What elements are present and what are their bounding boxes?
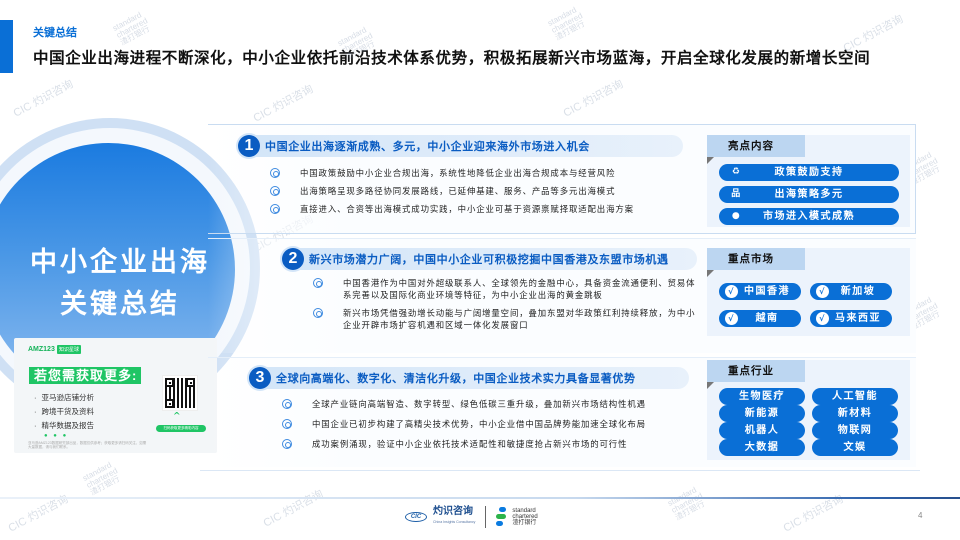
bullet-icon [313,278,323,288]
logo-divider [485,506,487,528]
footer-logos: CIC 灼识咨询 China Insights Consultancy stan… [405,504,538,530]
bullet-icon [270,168,280,178]
promo-list: 亚马逊店铺分析 跨境干货及资料 精华数据及报告 [34,391,95,433]
highlights-tab: 亮点内容 [707,135,805,164]
qr-code-icon[interactable] [162,375,198,411]
key-markets-tab: 重点市场 [707,248,805,277]
number-badge: 1 [238,135,260,157]
cic-logo-icon: CIC [405,512,427,522]
bullet-icon [270,186,280,196]
section-label: 关键总结 [33,26,77,39]
bullet-icon [282,419,292,429]
bullet-item: 全球产业链向高端智造、数字转型、绿色低碳三重升级，叠加新兴市场结构性机遇 [282,398,646,418]
check-icon: √ [725,285,738,298]
qr-scan-button[interactable]: 扫码获取更多精彩内容 [156,425,206,432]
promo-brand-tag: 知识星球 [57,345,82,354]
key-industries-tab: 重点行业 [707,360,805,389]
section-header-3: 3 全球向高端化、数字化、清洁化升级，中国企业技术实力具备显著优势 [249,367,689,389]
watermark-cic: CIC 灼识咨询 [251,83,316,125]
bullet-item: 中国企业已初步构建了高精尖技术优势，中小企业借中国品牌势能加速全球化布局 [282,418,646,438]
bullet-item: 出海策略呈现多路径协同发展路线，已延伸基建、服务、产品等多元出海模式 [270,185,634,203]
number-badge: 2 [282,248,304,270]
key-industries-box: 重点行业 生物医疗 人工智能 新能源 新材料 机器人 物联网 大数据 文娱 [707,360,910,460]
hero-title-line1: 中小企业出海 [30,247,210,278]
section-title: 中国企业出海逐渐成熟、多元，中小企业迎来海外市场进入机会 [265,140,590,153]
watermark-cic: CIC 灼识咨询 [11,78,76,120]
promo-item: 亚马逊店铺分析 [34,391,95,405]
check-icon: √ [725,312,738,325]
section-title: 新兴市场潜力广阔，中国中小企业可积极挖掘中国香港及东盟市场机遇 [309,253,669,266]
standard-chartered-logo-icon [496,507,507,527]
industry-pill[interactable]: 人工智能 [812,388,898,405]
watermark-cic: CIC 灼识咨询 [561,78,626,120]
industry-pill[interactable]: 新能源 [719,405,805,422]
cic-brand: 灼识咨询 China Insights Consultancy [433,506,476,524]
check-icon: √ [816,285,829,298]
org-chart-icon: 品 [731,189,742,199]
industry-pill[interactable]: 文娱 [812,439,898,456]
bullet-list-3: 全球产业链向高端智造、数字转型、绿色低碳三重升级，叠加新兴市场结构性机遇 中国企… [282,398,646,458]
lightbulb-icon: ● [731,211,742,221]
industry-pill[interactable]: 新材料 [812,405,898,422]
bullet-item: 直接进入、合资等出海模式成功实践，中小企业可基于资源禀赋择取适配出海方案 [270,203,634,221]
chevron-up-icon: ^ [173,412,181,422]
section-title: 全球向高端化、数字化、清洁化升级，中国企业技术实力具备显著优势 [276,372,636,385]
standard-chartered-brand: standard chartered 渣打银行 [512,508,538,526]
bullet-icon [313,308,323,318]
industry-pill[interactable]: 机器人 [719,422,805,439]
number-badge: 3 [249,367,271,389]
check-icon: √ [816,312,829,325]
industry-pill[interactable]: 生物医疗 [719,388,805,405]
industry-pill[interactable]: 物联网 [812,422,898,439]
bullet-icon [282,399,292,409]
market-pill-singapore[interactable]: √ 新加坡 [810,283,892,300]
hero-title-line2: 关键总结 [60,289,180,320]
key-markets-box: 重点市场 √ 中国香港 √ 新加坡 √ 越南 √ 马来西亚 [707,248,910,336]
page-headline: 中国企业出海进程不断深化，中小企业依托前沿技术体系优势，积极拓展新兴市场蓝海，开… [33,48,871,67]
bullet-list-1: 中国政策鼓励中小企业合规出海，系统性地降低企业出海合规成本与经营风险 出海策略呈… [270,167,634,221]
promo-item: 跨境干货及资料 [34,405,95,419]
watermark-sc: standard chartered 渣打银行 [546,5,587,42]
highlight-pill-strategy[interactable]: 品 出海策略多元 [719,186,899,203]
watermark-sc: standard chartered 渣打银行 [666,485,707,522]
market-pill-malaysia[interactable]: √ 马来西亚 [810,310,892,327]
market-pill-hongkong[interactable]: √ 中国香港 [719,283,801,300]
bullet-item: 新兴市场凭借强劲增长动能与广阔增量空间，叠加东盟对华政策红利持续释放，为中小企业… [313,307,698,331]
promo-brand: AMZ123 [28,346,55,353]
section-header-2: 2 新兴市场潜力广阔，中国中小企业可积极挖掘中国香港及东盟市场机遇 [282,248,697,270]
promo-item: 精华数据及报告 [34,419,95,433]
policy-icon: ♻ [731,167,742,177]
footer-rule [0,497,960,499]
promo-dots: ● ● ● [44,433,69,439]
bullet-icon [270,204,280,214]
highlights-box: 亮点内容 ♻ 政策鼓励支持 品 出海策略多元 ● 市场进入模式成熟 [707,135,910,227]
industry-pill[interactable]: 大数据 [719,439,805,456]
watermark-sc: standard chartered 渣打银行 [111,10,152,47]
bullet-list-2: 中国香港作为中国对外超级联系人、全球领先的金融中心，具备资金流通便利、贸易体系完… [313,277,698,337]
promo-fine-print: 亚马逊AMZ123数据研究部出品，数据仅供参考；获取更多请扫码关注，如需大量数据… [28,441,147,449]
bullet-item: 中国政策鼓励中小企业合规出海，系统性地降低企业出海合规成本与经营风险 [270,167,634,185]
highlight-pill-market-entry[interactable]: ● 市场进入模式成熟 [719,208,899,225]
page-number: 4 [918,511,923,520]
bullet-item: 中国香港作为中国对外超级联系人、全球领先的金融中心，具备资金流通便利、贸易体系完… [313,277,698,301]
promo-cta: 若您需获取更多: [29,367,141,384]
bullet-icon [282,439,292,449]
section-header-1: 1 中国企业出海逐渐成熟、多元，中小企业迎来海外市场进入机会 [238,135,683,157]
highlight-pill-policy[interactable]: ♻ 政策鼓励支持 [719,164,899,181]
watermark-cic: CIC 灼识咨询 [261,488,326,530]
divider [200,470,920,471]
accent-bar [0,20,13,73]
bullet-item: 成功案例涌现，验证中小企业依托技术适配性和敏捷度抢占新兴市场的可行性 [282,438,646,458]
watermark-sc: standard chartered 渣打银行 [81,460,122,497]
market-pill-vietnam[interactable]: √ 越南 [719,310,801,327]
